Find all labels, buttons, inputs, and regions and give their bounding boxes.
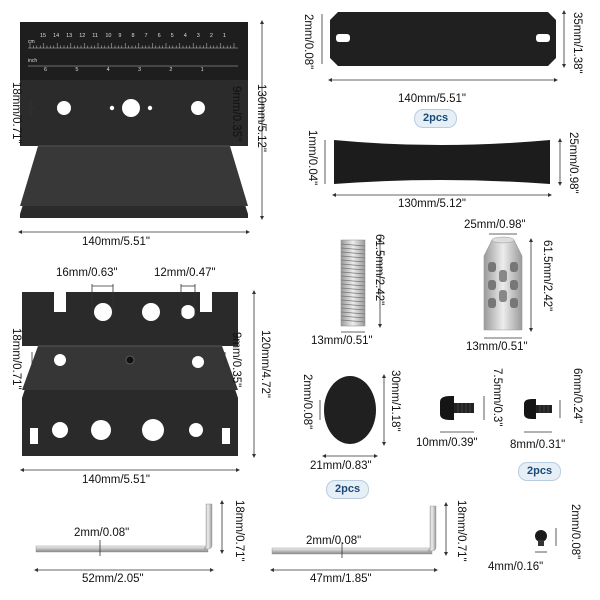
rod-thread xyxy=(340,315,366,319)
brake-top-label: 25mm/0.98" xyxy=(464,219,526,231)
rod-thread xyxy=(340,267,366,271)
ruler-number: 4 xyxy=(106,67,110,73)
pad-height-label: 35mm/1.38" xyxy=(571,12,583,74)
rod-thread xyxy=(340,311,366,315)
plate2-width-label: 140mm/5.51" xyxy=(82,474,151,486)
hex-key-long-length-label: 52mm/2.05" xyxy=(82,573,144,585)
ruler-number: 15 xyxy=(40,33,47,39)
ruler-number: 3 xyxy=(138,67,142,73)
ruler-unit-cm: cm xyxy=(28,39,35,45)
ruler-number: 14 xyxy=(53,33,60,39)
screw-large-length-label: 10mm/0.39" xyxy=(416,437,478,449)
hex-key-short-length-label: 47mm/1.85" xyxy=(310,573,372,585)
brake-length-label: 61.5mm/2.42" xyxy=(541,240,553,312)
foot-height-label: 30mm/1.18" xyxy=(389,370,401,432)
ruler-number: 5 xyxy=(75,67,79,73)
pad-width-label: 140mm/5.51" xyxy=(398,93,467,105)
strip-width-label: 130mm/5.12" xyxy=(398,198,467,210)
plate1-slot-right-label: 9mm/0.35" xyxy=(230,86,242,142)
ruler-plate xyxy=(20,22,248,218)
foot-width-label: 21mm/0.83" xyxy=(310,460,372,472)
hex-key-long-diameter-label: 2mm/0.08" xyxy=(74,527,130,539)
ruler-number: 4 xyxy=(183,33,187,39)
plate2-slot-right-label: 9mm/0.35" xyxy=(230,332,242,388)
rod-thread xyxy=(340,303,366,307)
ruler-number: 2 xyxy=(209,33,213,39)
foot-thickness-label: 2mm/0.08" xyxy=(301,374,313,430)
ruler-number: 1 xyxy=(200,67,204,73)
plate2-hole-large-label: 16mm/0.63" xyxy=(56,267,118,279)
plate2-hole-small-label: 12mm/0.47" xyxy=(154,267,216,279)
plate2-slot-left-label: 18mm/0.71" xyxy=(10,328,22,390)
strip-thickness-label: 1mm/0.04" xyxy=(306,130,318,186)
plate2-height-label: 120mm/4.72" xyxy=(259,330,271,399)
rod-length-label: 61.5mm/2.42" xyxy=(373,234,385,306)
hex-key-short-height-label: 18mm/0.71" xyxy=(455,500,467,562)
strip-height-label: 25mm/0.98" xyxy=(567,132,579,194)
foot-quantity-badge: 2pcs xyxy=(326,480,370,500)
threaded-rod xyxy=(340,239,366,327)
nut xyxy=(535,530,547,546)
screw-quantity-badge: 2pcs xyxy=(518,462,562,482)
nut-height-label: 2mm/0.08" xyxy=(569,504,581,560)
ruler-number: 7 xyxy=(144,33,148,39)
rod-thread xyxy=(340,263,366,267)
rod-thread xyxy=(340,251,366,255)
ruler-number: 6 xyxy=(157,33,161,39)
rod-thread xyxy=(340,271,366,275)
ruler-number: 3 xyxy=(196,33,200,39)
hex-key-short xyxy=(271,505,437,555)
rod-thread xyxy=(340,287,366,291)
rod-thread xyxy=(340,255,366,259)
stand-plate xyxy=(22,292,238,456)
ruler-unit-inch: inch xyxy=(28,58,38,64)
rod-thread xyxy=(340,319,366,323)
hex-key-long xyxy=(35,503,213,553)
rod-thread xyxy=(340,299,366,303)
pad-quantity-badge: 2pcs xyxy=(414,109,458,129)
ruler-number: 12 xyxy=(79,33,86,39)
pad-thickness-label: 2mm/0.08" xyxy=(302,14,314,70)
rod-thread xyxy=(340,283,366,287)
rubber-pad xyxy=(330,12,556,66)
rod-thread xyxy=(340,259,366,263)
hex-key-short-diameter-label: 2mm/0.08" xyxy=(306,535,362,547)
ruler-number: 9 xyxy=(118,33,122,39)
rod-thread xyxy=(340,247,366,251)
screw-large-height-label: 7.5mm/0.3" xyxy=(491,368,503,427)
hex-key-long-height-label: 18mm/0.71" xyxy=(233,500,245,562)
rod-diameter-label: 13mm/0.51" xyxy=(311,335,373,347)
rod-thread xyxy=(340,295,366,299)
screw-large xyxy=(440,396,474,420)
muzzle-brake xyxy=(483,236,523,331)
plate1-width-label: 140mm/5.51" xyxy=(82,236,151,248)
rod-thread xyxy=(340,279,366,283)
rod-thread xyxy=(340,243,366,247)
ruler-number: 1 xyxy=(222,33,226,39)
rod-thread xyxy=(340,275,366,279)
ruler-number: 6 xyxy=(44,67,48,73)
plate1-slot-left-label: 18mm/0.71" xyxy=(10,82,22,144)
ruler-number: 5 xyxy=(170,33,174,39)
ruler-number: 13 xyxy=(66,33,73,39)
ruler-number: 10 xyxy=(105,33,112,39)
ruler-number: 8 xyxy=(131,33,135,39)
nut-width-label: 4mm/0.16" xyxy=(488,561,544,573)
ruler-number: 2 xyxy=(169,67,173,73)
rod-thread xyxy=(340,307,366,311)
screw-small-length-label: 8mm/0.31" xyxy=(510,439,566,451)
rubber-strip xyxy=(334,140,550,184)
brake-diameter-label: 13mm/0.51" xyxy=(466,341,528,353)
screw-small-height-label: 6mm/0.24" xyxy=(571,368,583,424)
plate1-height-label: 130mm/5.12" xyxy=(255,84,267,153)
foam-foot xyxy=(324,376,376,444)
rod-thread xyxy=(340,291,366,295)
ruler-number: 11 xyxy=(92,33,98,39)
screw-small xyxy=(524,399,552,419)
